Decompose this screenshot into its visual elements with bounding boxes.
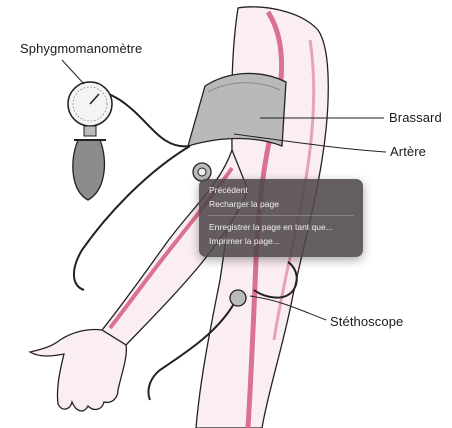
menu-item-back[interactable]: Précédent: [199, 183, 363, 197]
menu-item-save-page-as[interactable]: Enregistrer la page en tant que...: [199, 220, 363, 234]
menu-item-reload[interactable]: Recharger la page: [199, 197, 363, 211]
cuff: [188, 73, 286, 146]
label-stethoscope: Stéthoscope: [330, 314, 403, 329]
label-sphygmomanometer: Sphygmomanomètre: [20, 41, 142, 56]
leader-sphygmo: [62, 60, 84, 84]
label-artery: Artère: [390, 144, 426, 159]
label-cuff: Brassard: [389, 110, 442, 125]
pump-bulb: [73, 140, 105, 200]
hand: [30, 329, 126, 410]
menu-item-print[interactable]: Imprimer la page...: [199, 234, 363, 248]
menu-separator: [208, 215, 354, 216]
context-menu: Précédent Recharger la page Enregistrer …: [199, 179, 363, 257]
